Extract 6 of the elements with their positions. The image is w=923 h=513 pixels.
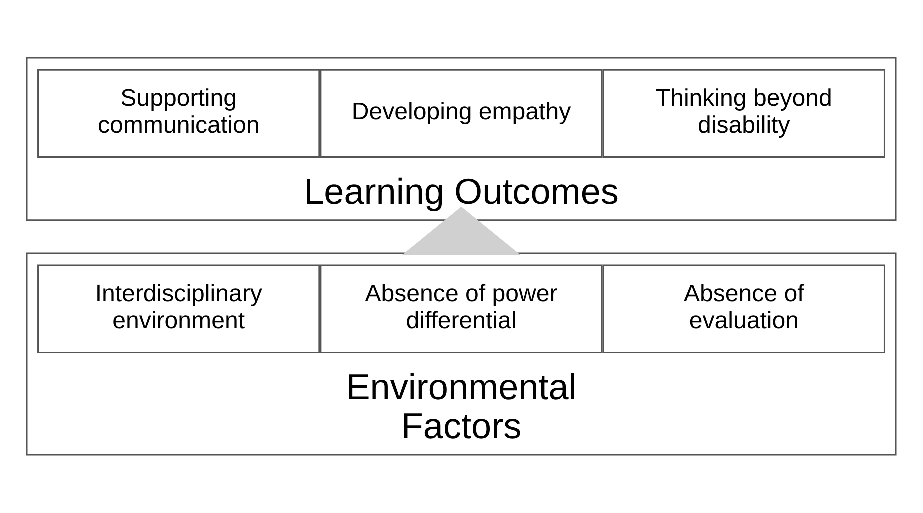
node-box: Supporting communication <box>38 69 320 158</box>
node-box: Interdisciplinary environment <box>38 264 320 354</box>
node-box: Thinking beyond disability <box>602 69 886 158</box>
node-box: Absence of power differential <box>320 264 603 354</box>
node-box: Developing empathy <box>320 69 603 158</box>
node-box: Absence of evaluation <box>602 264 886 354</box>
